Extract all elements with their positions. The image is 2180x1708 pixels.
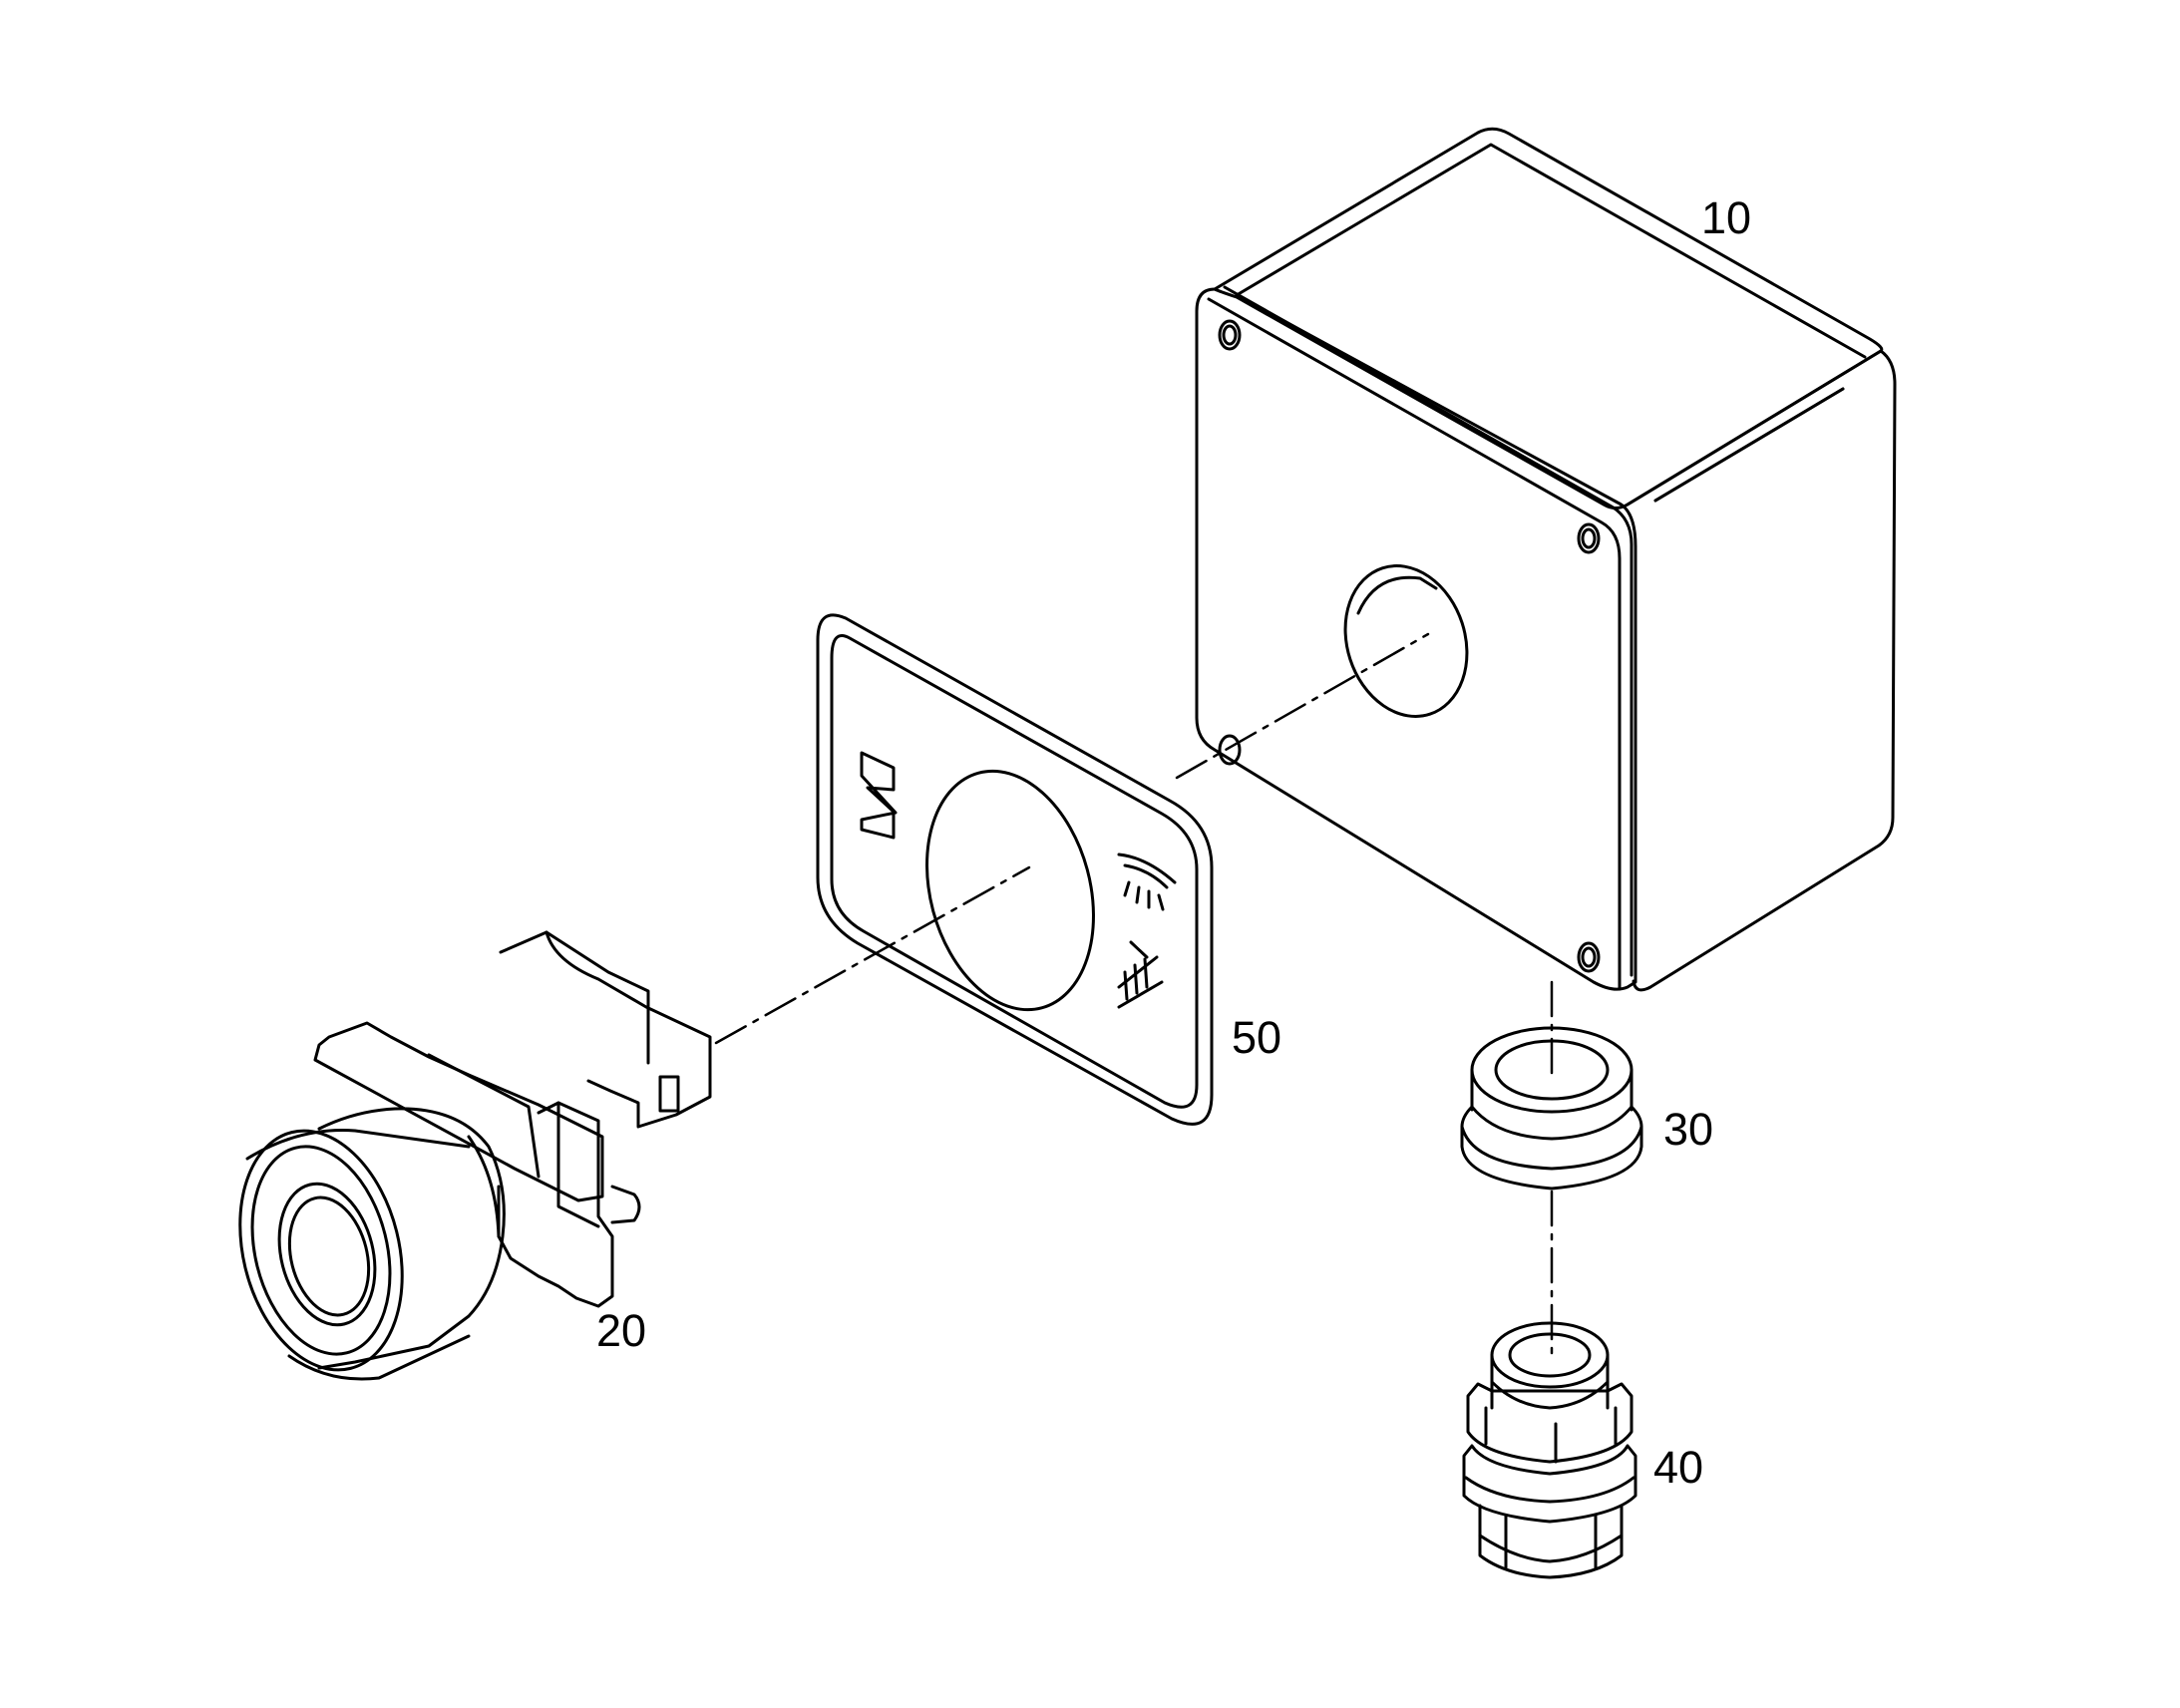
lamp-symbol-icon bbox=[1117, 853, 1177, 911]
actuator-body-shading bbox=[467, 1135, 501, 1238]
enclosure-mounting-hole-depth bbox=[1356, 575, 1438, 615]
callout-40: 40 bbox=[1653, 1442, 1704, 1493]
heater-symbol-icon bbox=[1117, 940, 1164, 1009]
callout-20: 20 bbox=[596, 1305, 647, 1356]
cable-gland bbox=[1462, 1321, 1637, 1579]
clamp-edge bbox=[556, 1101, 600, 1228]
enclosure-top-face bbox=[1213, 127, 1884, 510]
legend-plate bbox=[816, 613, 1214, 1126]
leader-line-10 bbox=[1653, 387, 1845, 503]
enclosure-mounting-hole bbox=[1343, 564, 1469, 718]
callout-30: 30 bbox=[1663, 1104, 1714, 1155]
enclosure-box bbox=[1195, 127, 1897, 992]
enclosure-right-face bbox=[1626, 349, 1897, 992]
enclosure-front-flange bbox=[1223, 285, 1634, 977]
legend-plate-hole bbox=[925, 769, 1095, 1012]
gland-thread-line bbox=[1464, 1476, 1635, 1504]
pushbutton-actuator bbox=[238, 930, 712, 1381]
enclosure-screw-hole-inner bbox=[1581, 946, 1597, 968]
contact-block bbox=[499, 930, 712, 1129]
legend-plate-outer bbox=[816, 613, 1214, 1126]
assembly-axis-plate-to-enclosure bbox=[1175, 632, 1430, 780]
callout-50: 50 bbox=[1232, 1012, 1282, 1063]
enclosure-screw-hole-bottom-right bbox=[1577, 941, 1601, 973]
enclosure-front-flange-inner bbox=[1207, 297, 1622, 991]
clamp-body bbox=[497, 1101, 614, 1308]
enclosure-screw-hole-top-right bbox=[1577, 522, 1601, 554]
actuator-bezel-outer bbox=[238, 1129, 404, 1372]
grommet-flange-top bbox=[1460, 1125, 1643, 1171]
legend-plate-inner bbox=[830, 634, 1199, 1109]
enclosure-front-face bbox=[1195, 287, 1637, 991]
gland-thread-line bbox=[1490, 1380, 1610, 1410]
actuator-body bbox=[317, 1107, 506, 1370]
bracket-edge bbox=[427, 1053, 541, 1179]
contact-block-edge bbox=[545, 930, 650, 1065]
gland-thread-section bbox=[1462, 1444, 1637, 1524]
grommet-flange bbox=[1460, 1105, 1643, 1191]
enclosure-screw-hole-inner bbox=[1581, 527, 1597, 549]
gland-lower-edge bbox=[1478, 1534, 1624, 1563]
actuator-lens-outer bbox=[277, 1182, 377, 1327]
actuator-lens-inner bbox=[287, 1196, 371, 1317]
bezel-bottom-edge bbox=[287, 1334, 471, 1381]
callout-10: 10 bbox=[1701, 192, 1752, 243]
gland-top-inner bbox=[1508, 1332, 1592, 1378]
clamp-screw bbox=[610, 1185, 641, 1224]
contact-block-slot bbox=[658, 1075, 680, 1113]
enclosure-screw-hole-inner bbox=[1222, 324, 1238, 346]
gland-upper-body bbox=[1490, 1353, 1610, 1410]
grommet-step bbox=[1470, 1105, 1634, 1141]
stop-symbol-icon bbox=[860, 751, 898, 840]
assembly-axis-button-to-plate bbox=[714, 865, 1031, 1045]
gland-lower-nut bbox=[1478, 1504, 1624, 1579]
enclosure-top-inner-edge bbox=[1235, 143, 1867, 359]
actuator-bezel-inner bbox=[250, 1145, 392, 1356]
gland-hex-nut bbox=[1466, 1382, 1634, 1464]
bezel-top-edge bbox=[245, 1129, 471, 1161]
enclosure-screw-hole-top-left bbox=[1218, 319, 1242, 351]
enclosure-screw-hole-bottom-left bbox=[1218, 734, 1242, 766]
